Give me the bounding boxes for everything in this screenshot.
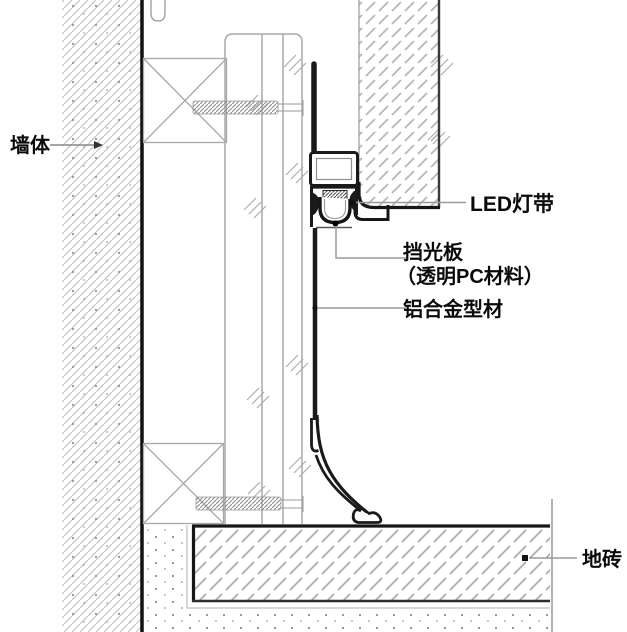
profile-foot [351,508,383,524]
profile-lower-body [310,228,383,524]
leader-floor-tile [522,555,577,561]
label-baffle-line2: （透明PC材料） [396,265,544,288]
substrate-panel [224,33,303,524]
stone-panel [357,0,441,210]
leader-profile [312,305,406,311]
anchor-screw-top [192,100,304,116]
floor-tile [186,499,553,632]
keel-brace-top [142,57,228,144]
keel-brace-bottom [142,442,225,525]
label-aluminum-profile: 铝合金型材 [403,297,503,321]
leader-arrowhead [94,141,103,149]
baffle-leader-dot [332,220,339,227]
label-led-strip: LED灯带 [470,192,554,216]
leader-wall [50,141,103,149]
label-baffle-line1: 挡光板 [403,240,464,264]
label-wall: 墙体 [10,133,51,157]
wall-section [62,0,166,632]
leader-led-strip [349,200,466,206]
top-clip-hook [150,0,166,22]
anchor-screw-bottom [195,496,304,512]
profile-wire-channel [309,151,359,187]
label-floor-tile: 地砖 [582,547,622,571]
leader-baffle [335,226,406,259]
led-fixture [309,61,359,229]
mortar-bed [145,528,552,632]
